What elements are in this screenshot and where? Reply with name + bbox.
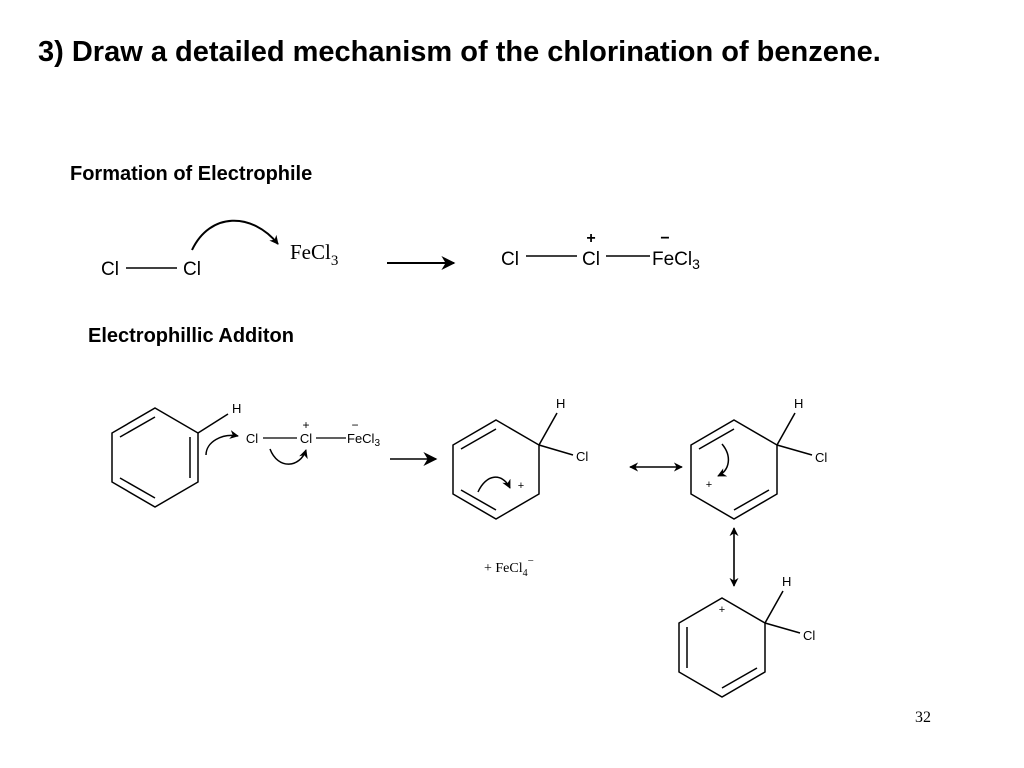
hydrogen-atom: H (556, 396, 565, 411)
negative-charge: − (351, 418, 358, 432)
chlorine-atom: Cl (183, 259, 201, 280)
hydrogen-atom: H (782, 574, 791, 589)
fecl3-group: FeCl3 (652, 249, 700, 272)
negative-charge: − (660, 230, 669, 247)
chlorine-atom: Cl (582, 249, 600, 270)
sigma-complex: H Cl + (452, 396, 588, 520)
slide-title: 3) Draw a detailed mechanism of the chlo… (38, 36, 881, 68)
heading-electrophilic-addition: Electrophillic Additon (88, 325, 294, 347)
fecl3-group: FeCl3 (347, 431, 380, 449)
heading-formation-of-electrophile: Formation of Electrophile (70, 163, 313, 185)
fecl4-byproduct: + FeCl4− (484, 555, 534, 579)
hydrogen-atom: H (794, 396, 803, 411)
chlorine-atom: Cl (246, 431, 258, 446)
page-number: 32 (915, 709, 931, 726)
positive-charge: + (706, 479, 712, 491)
positive-charge: + (719, 604, 725, 616)
positive-charge: + (518, 480, 524, 492)
cl-cl-fecl3-complex: Cl Cl + − FeCl3 (501, 230, 700, 272)
curved-arrow (717, 443, 730, 477)
positive-charge: + (302, 418, 309, 432)
fecl3-reagent: FeCl3 (290, 240, 338, 269)
positive-charge: + (586, 230, 595, 247)
chlorine-atom: Cl (803, 628, 815, 643)
sigma-complex-resonance: H Cl + (690, 396, 827, 520)
curved-arrow (269, 448, 308, 465)
chlorine-atom: Cl (101, 259, 119, 280)
cl2-molecule: Cl Cl (101, 259, 201, 280)
chlorine-atom: Cl (501, 249, 519, 270)
chlorine-atom: Cl (576, 449, 588, 464)
curved-arrow (205, 430, 239, 456)
hydrogen-atom: H (232, 401, 241, 416)
chlorine-atom: Cl (815, 450, 827, 465)
benzene-ring: H (111, 401, 241, 508)
c-h-bond (197, 413, 229, 434)
curved-arrow (191, 219, 279, 251)
sigma-complex-resonance: H Cl + (678, 574, 815, 698)
chlorine-atom: Cl (300, 431, 312, 446)
cl2-fecl3-complex: Cl Cl + − FeCl3 (246, 418, 381, 449)
curved-arrow (477, 476, 511, 493)
